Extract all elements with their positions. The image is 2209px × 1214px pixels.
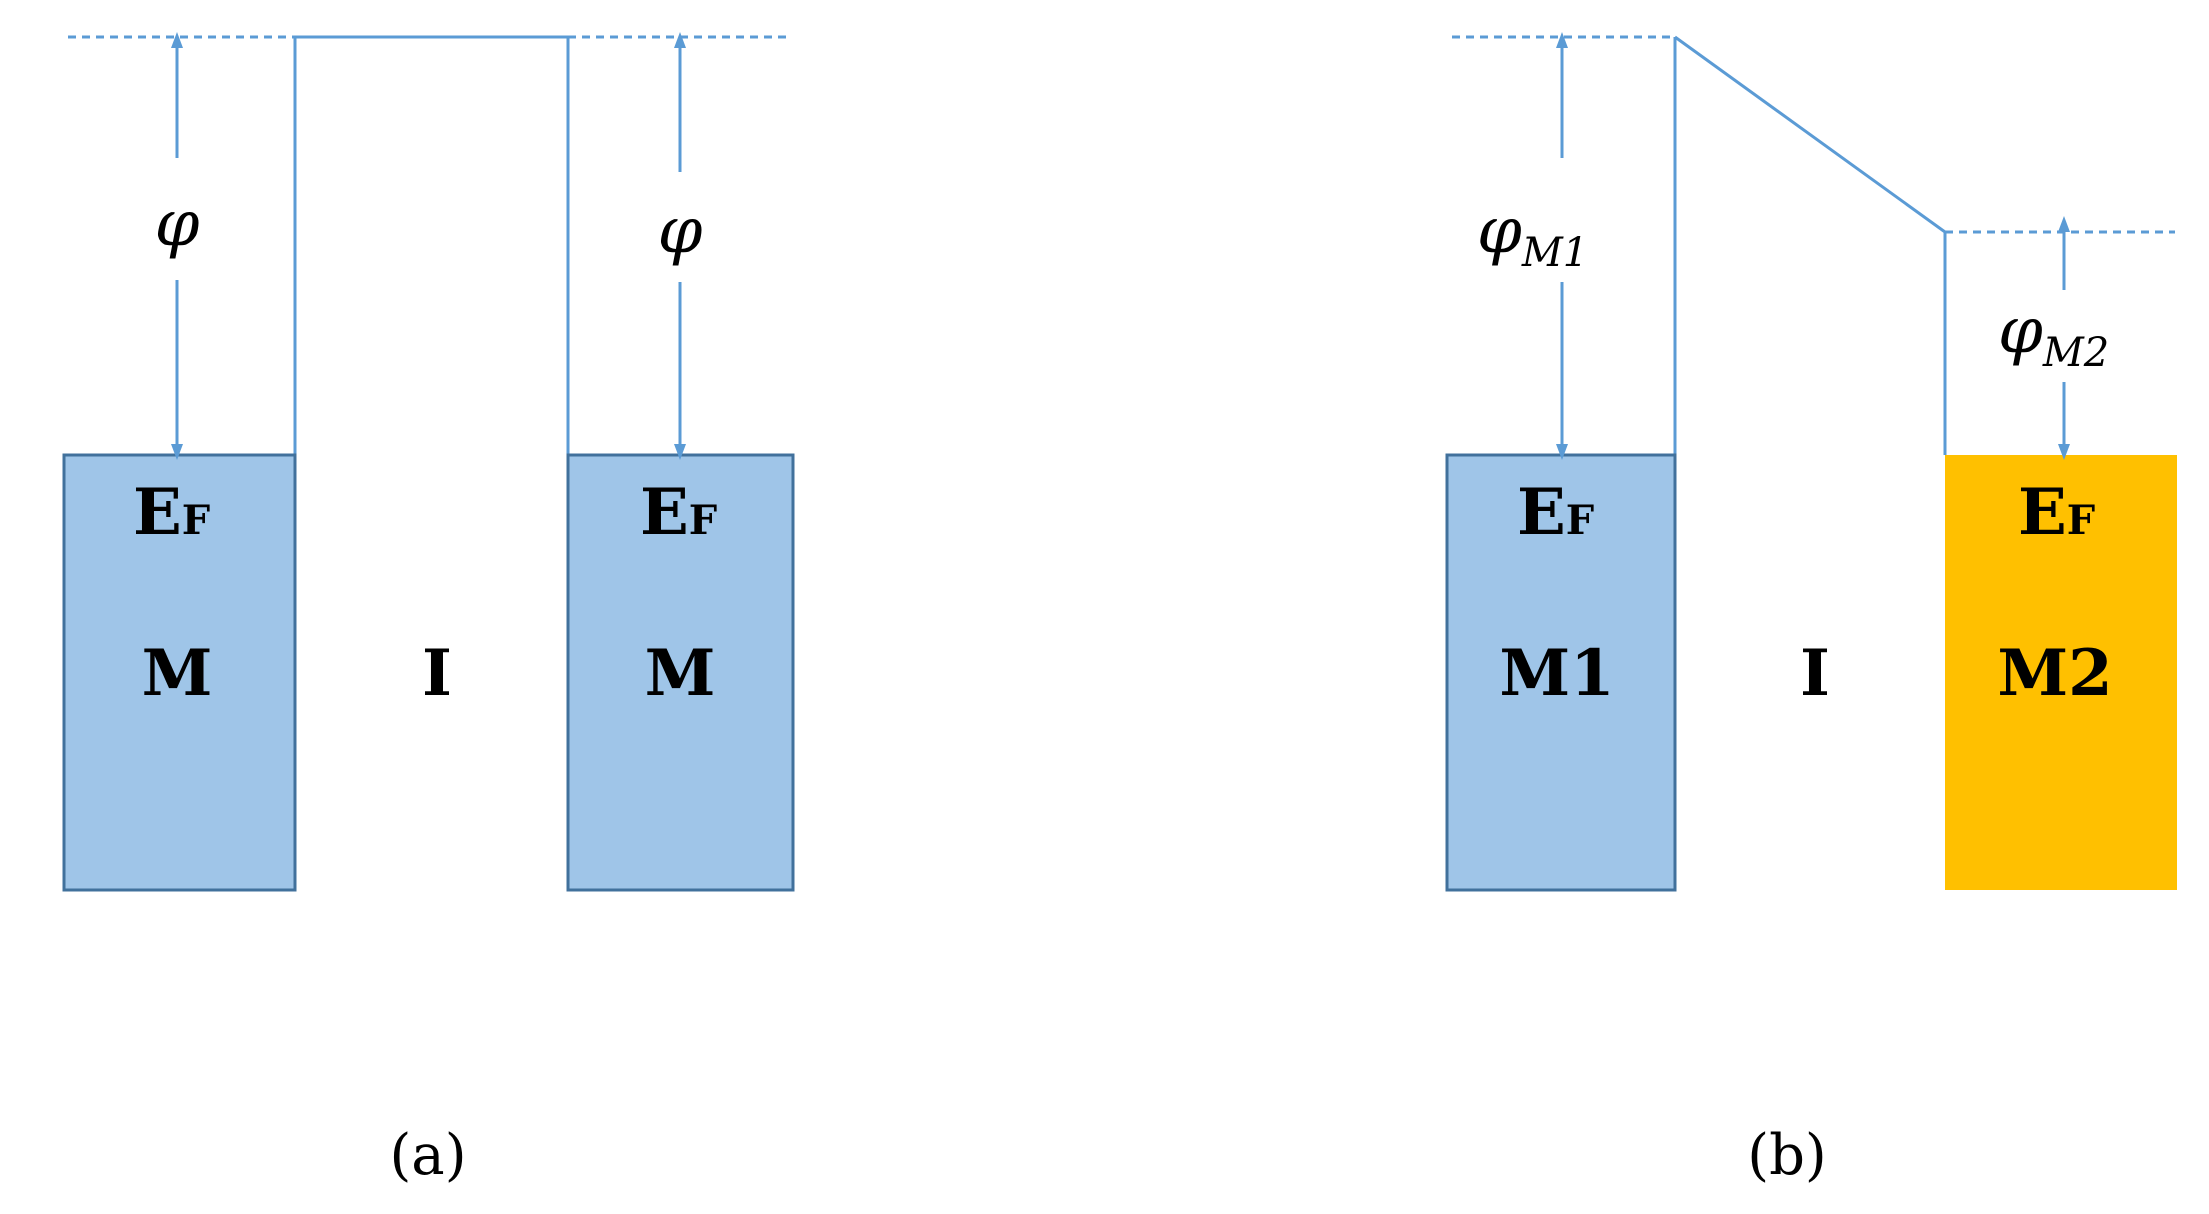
metal-label-right-b: M2 — [1997, 636, 2112, 711]
caption-a: (a) — [389, 1123, 466, 1188]
barrier-slope-b — [1674, 35, 1946, 234]
fermi-main: E — [640, 475, 689, 550]
fermi-sub: F — [689, 497, 717, 544]
work-function-label-left-b: φM1 — [1477, 194, 1588, 276]
phi-subscript: M1 — [1521, 230, 1588, 276]
metal-left-box-b — [1445, 453, 1677, 892]
metal-left-box-a — [62, 453, 297, 892]
phi-symbol: φ — [1998, 294, 2043, 368]
fermi-main: E — [133, 475, 182, 550]
work-function-label-right-b: φM2 — [1998, 294, 2109, 376]
panel-b: φM1 φM2 EF EF M1 I M2 (b) — [1445, 32, 2177, 1188]
work-function-label-left-a: φ — [155, 187, 200, 261]
metal-right-box-b — [1945, 455, 2177, 890]
fermi-main: E — [1517, 475, 1566, 550]
fermi-level-right-a: EF — [640, 475, 717, 550]
fermi-sub: F — [2067, 497, 2095, 544]
fermi-level-right-b: EF — [2018, 475, 2095, 550]
fermi-sub: F — [182, 497, 210, 544]
metal-label-left-b: M1 — [1499, 636, 1614, 711]
metal-label-left-a: M — [142, 636, 213, 711]
fermi-level-left-b: EF — [1517, 475, 1594, 550]
work-function-label-right-a: φ — [658, 194, 703, 268]
fermi-main: E — [2018, 475, 2067, 550]
metal-label-right-a: M — [645, 636, 716, 711]
panel-a: φ φ EF EF M I M (a) — [62, 32, 795, 1188]
fermi-sub: F — [1566, 497, 1594, 544]
caption-b: (b) — [1747, 1123, 1827, 1188]
phi-subscript: M2 — [2042, 330, 2109, 376]
phi-symbol: φ — [1477, 194, 1522, 268]
insulator-label-a: I — [422, 636, 452, 711]
insulator-label-b: I — [1800, 636, 1830, 711]
fermi-level-left-a: EF — [133, 475, 210, 550]
